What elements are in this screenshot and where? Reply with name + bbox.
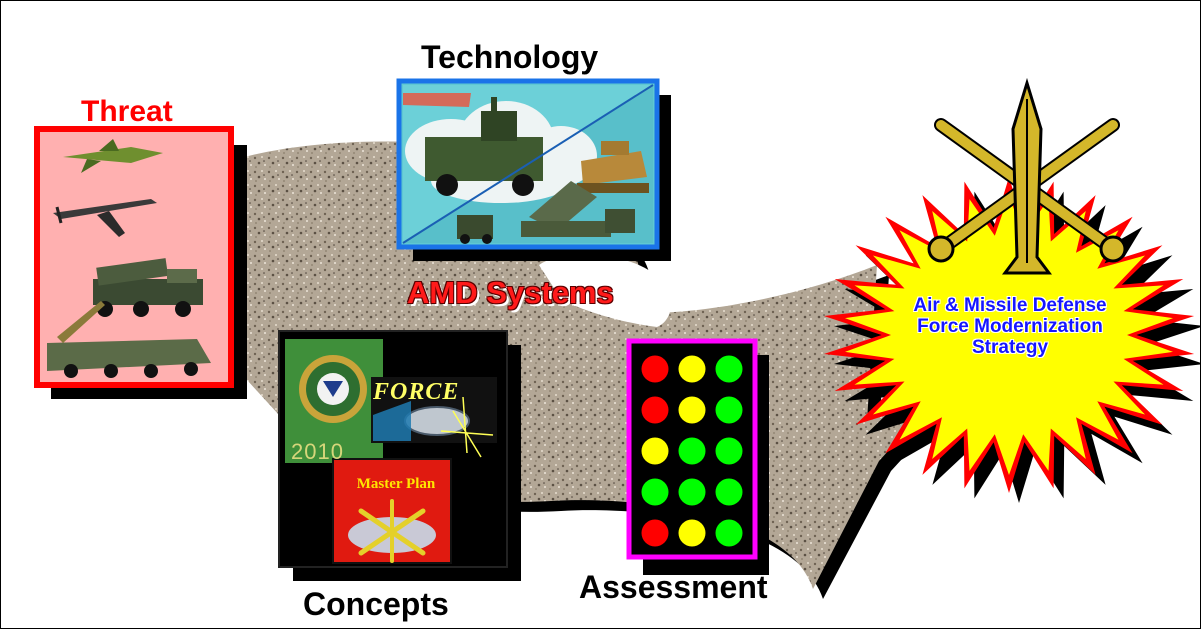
army-vision-cover (285, 339, 383, 463)
missile-carrier-icon (47, 301, 211, 378)
assessment-dot-red (641, 355, 669, 383)
technology-panel (396, 78, 671, 261)
assessment-dot-yellow (678, 396, 706, 424)
tank-icon (577, 141, 649, 193)
concepts-panel (278, 330, 521, 581)
assessment-dot-yellow (678, 355, 706, 383)
assessment-dot-red (641, 519, 669, 547)
air-defense-branch-insignia-icon (927, 77, 1127, 275)
strategy-label: Air & Missile Defense Force Modernizatio… (913, 295, 1107, 358)
air-defense-branch-insignia-icon (358, 499, 426, 563)
threat-panel (34, 126, 247, 399)
army-vision-year: 2010 (291, 439, 344, 464)
amd-systems-label: AMD Systems (407, 275, 614, 310)
laser-beam (403, 93, 471, 107)
strategy-burst (823, 77, 1200, 503)
assessment-dot-green (715, 396, 743, 424)
assessment-dot-green (715, 437, 743, 465)
assessment-dot-green (678, 478, 706, 506)
patriot-launcher-icon (457, 181, 635, 244)
technology-label: Technology (421, 39, 599, 75)
flow-arrow-notch (539, 254, 671, 327)
concepts-label: Concepts (303, 586, 449, 622)
assessment-matrix (641, 355, 743, 547)
assessment-dot-green (678, 437, 706, 465)
assessment-dot-yellow (641, 437, 669, 465)
assessment-dot-green (715, 355, 743, 383)
drone-icon (53, 199, 157, 237)
assessment-dot-green (715, 478, 743, 506)
assessment-label: Assessment (579, 569, 768, 605)
force-xxi-card (371, 377, 497, 458)
assessment-dot-red (641, 396, 669, 424)
threat-label: Threat (81, 95, 173, 128)
force-xxi-text: FORCE (373, 379, 460, 405)
master-plan-title: Master Plan (356, 476, 436, 492)
assessment-dot-yellow (678, 519, 706, 547)
assessment-dot-green (641, 478, 669, 506)
master-plan-cover (332, 458, 452, 564)
assessment-panel (626, 338, 769, 575)
cruise-missile-icon (63, 139, 163, 173)
air-defense-vehicle-icon (425, 97, 543, 196)
burst-fill (845, 195, 1173, 475)
assessment-dot-green (715, 519, 743, 547)
